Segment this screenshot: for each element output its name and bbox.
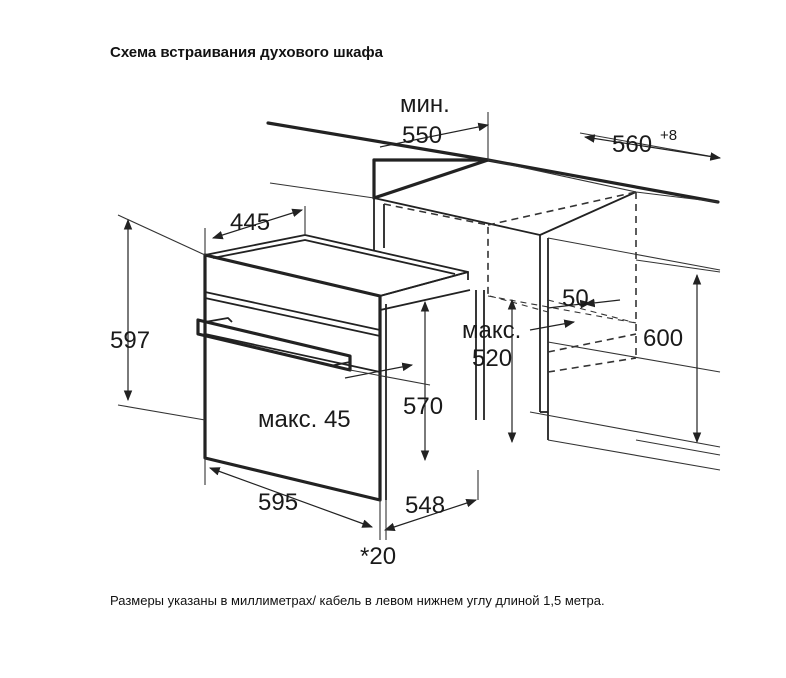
label-570: 570 [403,393,443,420]
dimension-lines [117,112,722,540]
label-445: 445 [230,209,270,236]
diagram-caption: Размеры указаны в миллиметрах/ кабель в … [110,593,605,608]
label-560: 560 [612,131,652,158]
label-550: 550 [402,122,442,149]
diagram-title: Схема встраивания духового шкафа [110,44,383,61]
label-max-45: макс. 45 [258,406,351,433]
label-560-tolerance: +8 [660,127,677,144]
label-20: *20 [360,543,396,570]
label-595: 595 [258,489,298,516]
label-520: 520 [472,345,512,372]
label-600: 600 [643,325,683,352]
label-max: макс. [462,317,521,344]
oven-body [196,234,471,502]
label-548: 548 [405,492,445,519]
label-50: 50 [562,285,589,312]
label-597: 597 [110,327,150,354]
label-niche-min: мин. [400,91,450,118]
